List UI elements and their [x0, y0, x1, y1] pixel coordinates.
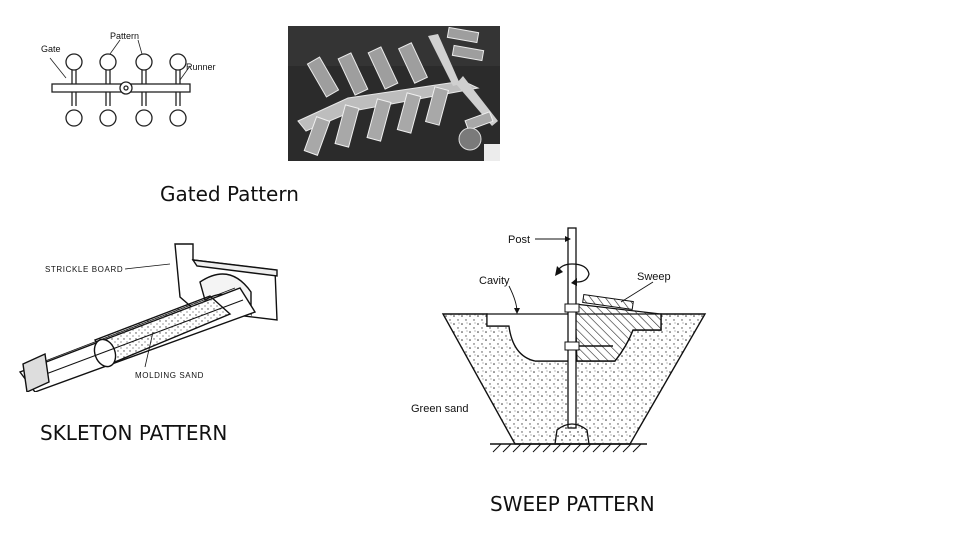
gate-label: Gate — [41, 44, 61, 54]
casting-part — [424, 86, 450, 126]
casting-part — [464, 111, 494, 131]
skeleton-pattern-diagram: STRICKLE BOARD MOLDING SAND — [18, 243, 278, 392]
post-base — [554, 423, 590, 445]
caption-skeleton-pattern: SKLETON PATTERN — [40, 421, 228, 445]
pattern-blob — [99, 53, 117, 71]
pattern-blob — [135, 109, 153, 127]
caption-gated-pattern: Gated Pattern — [160, 182, 299, 206]
runner-label: Runner — [186, 62, 216, 72]
pattern-blob — [65, 53, 83, 71]
pattern-blob — [169, 53, 187, 71]
sweep-pattern-diagram: Post Cavity Sweep Green sand — [411, 227, 707, 453]
gated-pattern-photo — [288, 26, 500, 161]
casting-part — [446, 26, 480, 44]
cavity-label: Cavity — [479, 275, 510, 287]
pattern-blob — [65, 109, 83, 127]
casting-part — [306, 56, 340, 98]
casting-part — [337, 52, 369, 96]
gated-pattern-diagram: Gate Pattern Runner — [41, 31, 216, 127]
molding-sand-label: MOLDING SAND — [135, 371, 204, 380]
casting-part — [334, 104, 360, 148]
casting-part — [366, 98, 392, 142]
post — [567, 227, 577, 429]
caption-sweep-pattern: SWEEP PATTERN — [490, 492, 655, 516]
pattern-label: Pattern — [110, 31, 139, 41]
strickle-board-label: STRICKLE BOARD — [45, 265, 123, 274]
casting-part — [303, 116, 331, 156]
casting-part — [367, 46, 399, 90]
rotation-arrow-icon — [556, 263, 590, 283]
post-label: Post — [508, 234, 530, 246]
pattern-blob — [135, 53, 153, 71]
green-sand-label: Green sand — [411, 403, 468, 415]
sweep-label: Sweep — [637, 271, 671, 283]
casting-part — [397, 42, 429, 84]
casting-part — [396, 92, 422, 134]
pattern-blob — [99, 109, 117, 127]
casting-part — [451, 44, 485, 62]
pattern-blob — [169, 109, 187, 127]
